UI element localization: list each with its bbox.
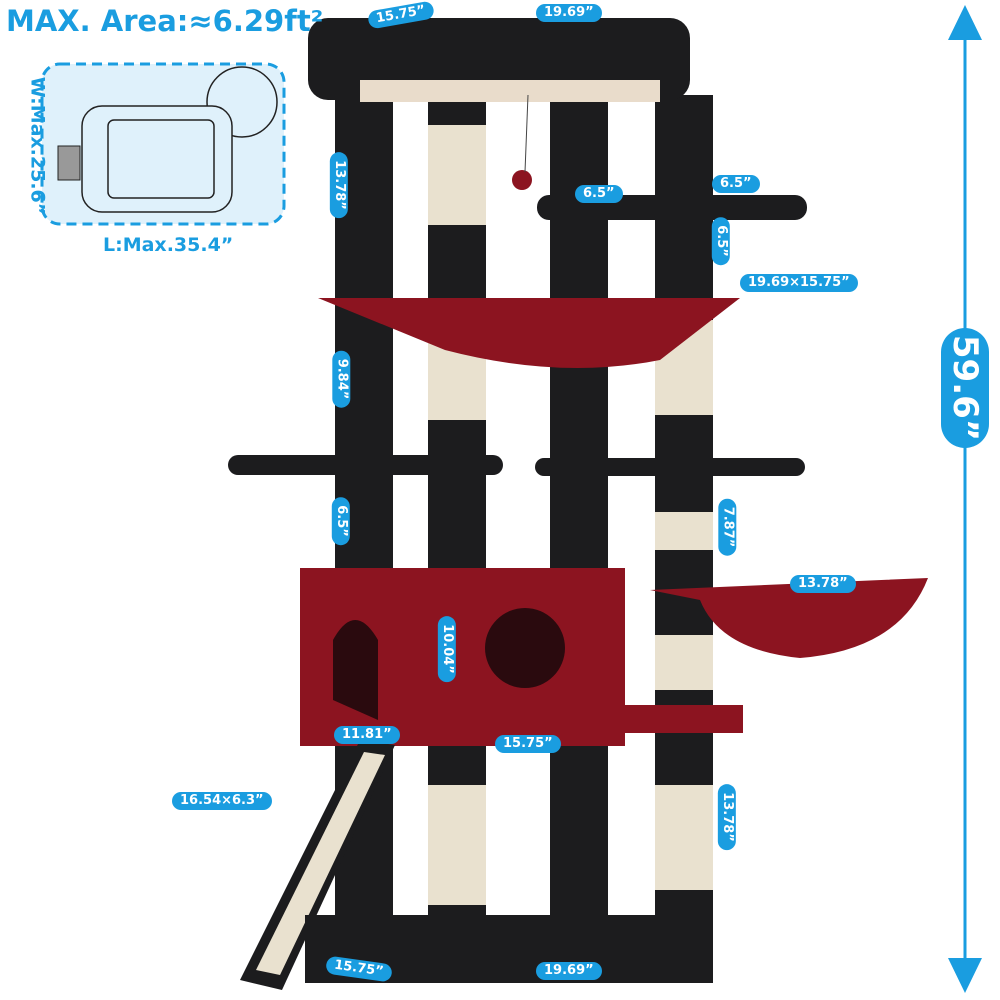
- base-width-label: 19.69”: [536, 962, 602, 980]
- footprint-length-label: L:Max.35.4”: [103, 234, 234, 256]
- total-height-label: 59.6”: [941, 328, 989, 448]
- upper-post-label: 13.78”: [329, 152, 348, 218]
- condo-height-label: 10.04”: [437, 616, 456, 682]
- condo-width-label: 15.75”: [495, 735, 561, 753]
- footprint-diagram: [40, 62, 286, 226]
- lower-gap-label: 6.5”: [331, 497, 350, 545]
- top-width-label: 19.69”: [536, 4, 602, 22]
- footprint-width-label: W:Max.25.6”: [26, 76, 49, 216]
- hammock-label: 19.69×15.75”: [740, 274, 858, 292]
- ramp-label: 16.54×6.3”: [172, 792, 272, 810]
- basket-label: 13.78”: [790, 575, 856, 593]
- small-perch-b-label: 6.5”: [712, 175, 760, 193]
- small-perch-gap-label: 6.5”: [711, 217, 730, 265]
- mid-post-label: 9.84”: [332, 350, 351, 408]
- right-gap-label: 7.87”: [718, 498, 737, 556]
- max-area-title: MAX. Area:≈6.29ft²: [6, 4, 324, 38]
- posts: [335, 95, 713, 930]
- bottom-post-label: 13.78”: [717, 784, 736, 850]
- small-perch-a-label: 6.5”: [575, 185, 623, 203]
- condo-depth-label: 11.81”: [334, 726, 400, 744]
